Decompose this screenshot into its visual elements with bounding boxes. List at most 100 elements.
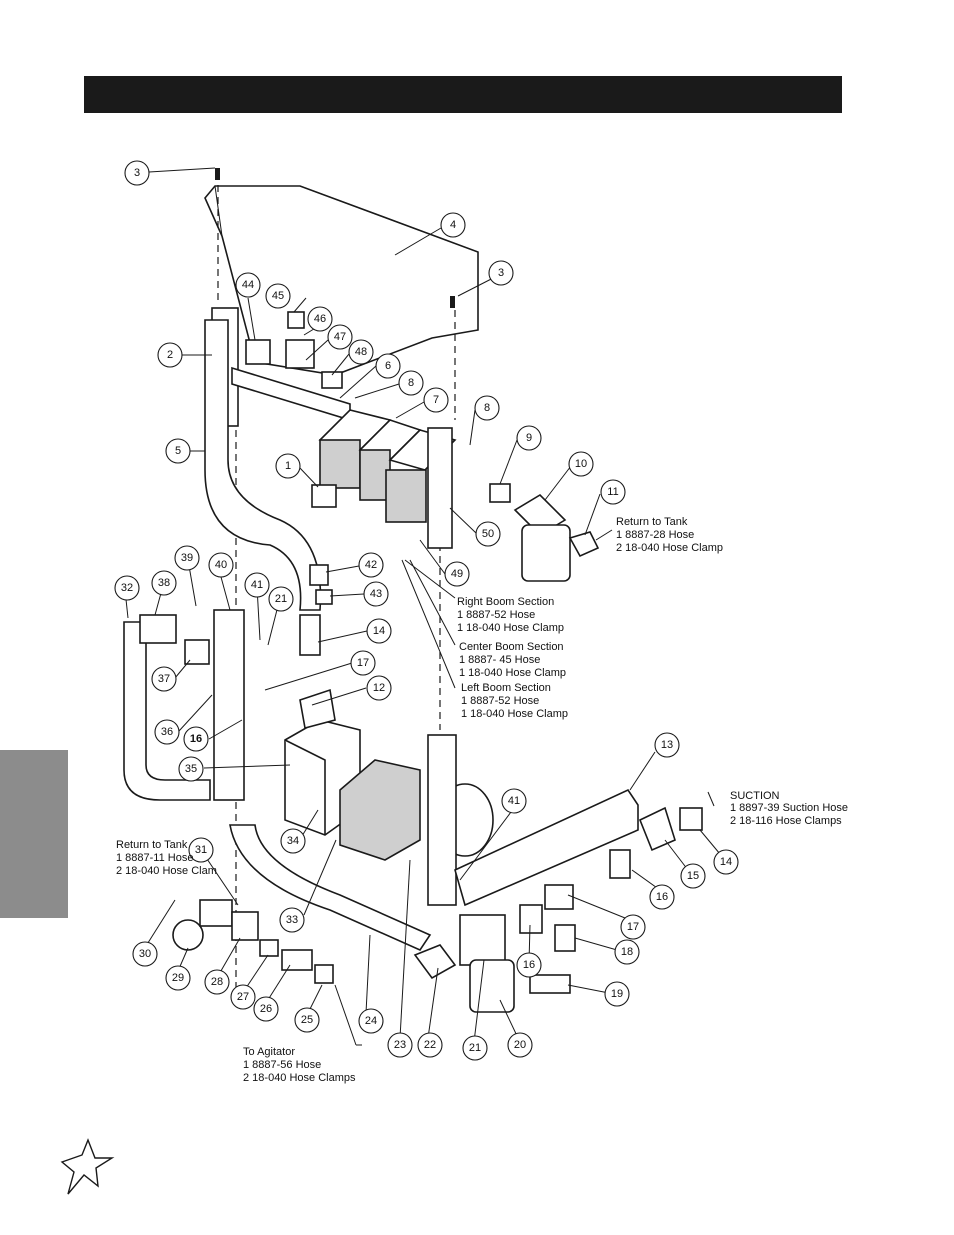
svg-text:1: 1 bbox=[285, 460, 291, 472]
svg-text:14: 14 bbox=[373, 625, 385, 637]
callout-28: 28 bbox=[204, 969, 230, 995]
svg-text:16: 16 bbox=[656, 891, 668, 903]
suction-barb bbox=[679, 807, 703, 831]
callout-14-upper: 14 bbox=[366, 618, 392, 644]
callout-41-left: 41 bbox=[244, 572, 270, 598]
svg-text:46: 46 bbox=[314, 313, 326, 325]
elbow-22 bbox=[413, 944, 457, 980]
filter-housing bbox=[459, 914, 506, 966]
callout-43: 43 bbox=[363, 581, 389, 607]
callout-16-lower: 16 bbox=[516, 952, 542, 978]
callout-3-right: 3 bbox=[488, 260, 514, 286]
svg-text:41: 41 bbox=[251, 579, 263, 591]
callout-38: 38 bbox=[151, 570, 177, 596]
svg-text:25: 25 bbox=[301, 1014, 313, 1026]
svg-text:18: 18 bbox=[621, 946, 633, 958]
svg-text:47: 47 bbox=[334, 331, 346, 343]
svg-text:43: 43 bbox=[370, 588, 382, 600]
note-return-tank-right: Return to Tank 1 8887-28 Hose 2 18-040 H… bbox=[616, 516, 723, 554]
svg-text:22: 22 bbox=[424, 1039, 436, 1051]
svg-text:1 18-040 Hose Clamp: 1 18-040 Hose Clamp bbox=[457, 622, 564, 634]
elbow-1 bbox=[311, 484, 337, 508]
svg-text:7: 7 bbox=[433, 394, 439, 406]
filter-bowl bbox=[469, 959, 515, 1013]
callout-39: 39 bbox=[174, 545, 200, 571]
svg-text:2 18-040 Hose Clam: 2 18-040 Hose Clam bbox=[116, 865, 217, 877]
valve-26 bbox=[281, 949, 313, 971]
svg-text:38: 38 bbox=[158, 577, 170, 589]
callout-15: 15 bbox=[680, 863, 706, 889]
callout-45: 45 bbox=[265, 283, 291, 309]
svg-text:24: 24 bbox=[365, 1015, 377, 1027]
callout-16-right: 16 bbox=[649, 884, 675, 910]
svg-text:21: 21 bbox=[275, 593, 287, 605]
tee-fitting bbox=[489, 483, 511, 503]
svg-text:20: 20 bbox=[514, 1039, 526, 1051]
callout-7: 7 bbox=[423, 387, 449, 413]
note-return-tank-left: Return to Tank 1 8887-11 Hose 2 18-040 H… bbox=[116, 839, 217, 877]
svg-text:26: 26 bbox=[260, 1003, 272, 1015]
callout-13: 13 bbox=[654, 732, 680, 758]
pump-motor bbox=[339, 759, 421, 861]
svg-text:1 18-040 Hose Clamp: 1 18-040 Hose Clamp bbox=[459, 667, 566, 679]
callout-50: 50 bbox=[475, 521, 501, 547]
tee-28 bbox=[231, 911, 259, 941]
frame-pipe-lower bbox=[229, 824, 432, 952]
svg-text:1 8887- 45 Hose: 1 8887- 45 Hose bbox=[459, 654, 540, 666]
svg-text:13: 13 bbox=[661, 739, 673, 751]
cam-lock-coupler bbox=[529, 974, 571, 994]
svg-text:42: 42 bbox=[365, 559, 377, 571]
callout-48: 48 bbox=[348, 339, 374, 365]
svg-text:1 8887-52 Hose: 1 8887-52 Hose bbox=[461, 695, 539, 707]
callout-49: 49 bbox=[444, 561, 470, 587]
svg-text:To Agitator: To Agitator bbox=[243, 1046, 295, 1058]
callout-1: 1 bbox=[275, 453, 301, 479]
callout-20: 20 bbox=[507, 1032, 533, 1058]
callout-25: 25 bbox=[294, 1007, 320, 1033]
callout-8-right: 8 bbox=[474, 395, 500, 421]
svg-text:32: 32 bbox=[121, 582, 133, 594]
callout-41-right: 41 bbox=[501, 788, 527, 814]
elbow-42 bbox=[309, 564, 329, 586]
note-right-boom: Right Boom Section 1 8887-52 Hose 1 18-0… bbox=[457, 596, 564, 634]
pressure-gauge bbox=[172, 919, 204, 951]
callout-44: 44 bbox=[235, 272, 261, 298]
callout-34: 34 bbox=[280, 828, 306, 854]
svg-text:3: 3 bbox=[498, 267, 504, 279]
screw-top-left bbox=[215, 168, 220, 180]
svg-text:9: 9 bbox=[526, 432, 532, 444]
svg-text:Left Boom Section: Left Boom Section bbox=[461, 682, 551, 694]
svg-text:33: 33 bbox=[286, 914, 298, 926]
clamp-43 bbox=[315, 589, 333, 605]
nipple-right bbox=[609, 849, 631, 879]
svg-text:50: 50 bbox=[482, 528, 494, 540]
callout-4: 4 bbox=[440, 212, 466, 238]
hose-upper bbox=[204, 319, 322, 611]
svg-text:8: 8 bbox=[408, 377, 414, 389]
svg-text:35: 35 bbox=[185, 763, 197, 775]
callout-36: 36 bbox=[154, 719, 180, 745]
svg-text:34: 34 bbox=[287, 835, 299, 847]
lower-right-post bbox=[427, 734, 457, 906]
svg-text:41: 41 bbox=[508, 795, 520, 807]
svg-text:40: 40 bbox=[215, 559, 227, 571]
callout-46: 46 bbox=[307, 306, 333, 332]
callout-10: 10 bbox=[568, 451, 594, 477]
callout-27: 27 bbox=[230, 984, 256, 1010]
callout-9: 9 bbox=[516, 425, 542, 451]
callout-18: 18 bbox=[614, 939, 640, 965]
side-tab bbox=[0, 750, 68, 918]
svg-text:48: 48 bbox=[355, 346, 367, 358]
callout-11: 11 bbox=[600, 479, 626, 505]
callout-40: 40 bbox=[208, 552, 234, 578]
svg-text:17: 17 bbox=[627, 921, 639, 933]
parts-drawing bbox=[60, 168, 703, 1195]
callout-8-left: 8 bbox=[398, 370, 424, 396]
callout-21-lower: 21 bbox=[462, 1035, 488, 1061]
svg-text:28: 28 bbox=[211, 976, 223, 988]
svg-text:6: 6 bbox=[385, 360, 391, 372]
logo-star bbox=[60, 1138, 115, 1195]
callout-23: 23 bbox=[387, 1032, 413, 1058]
svg-text:21: 21 bbox=[469, 1042, 481, 1054]
